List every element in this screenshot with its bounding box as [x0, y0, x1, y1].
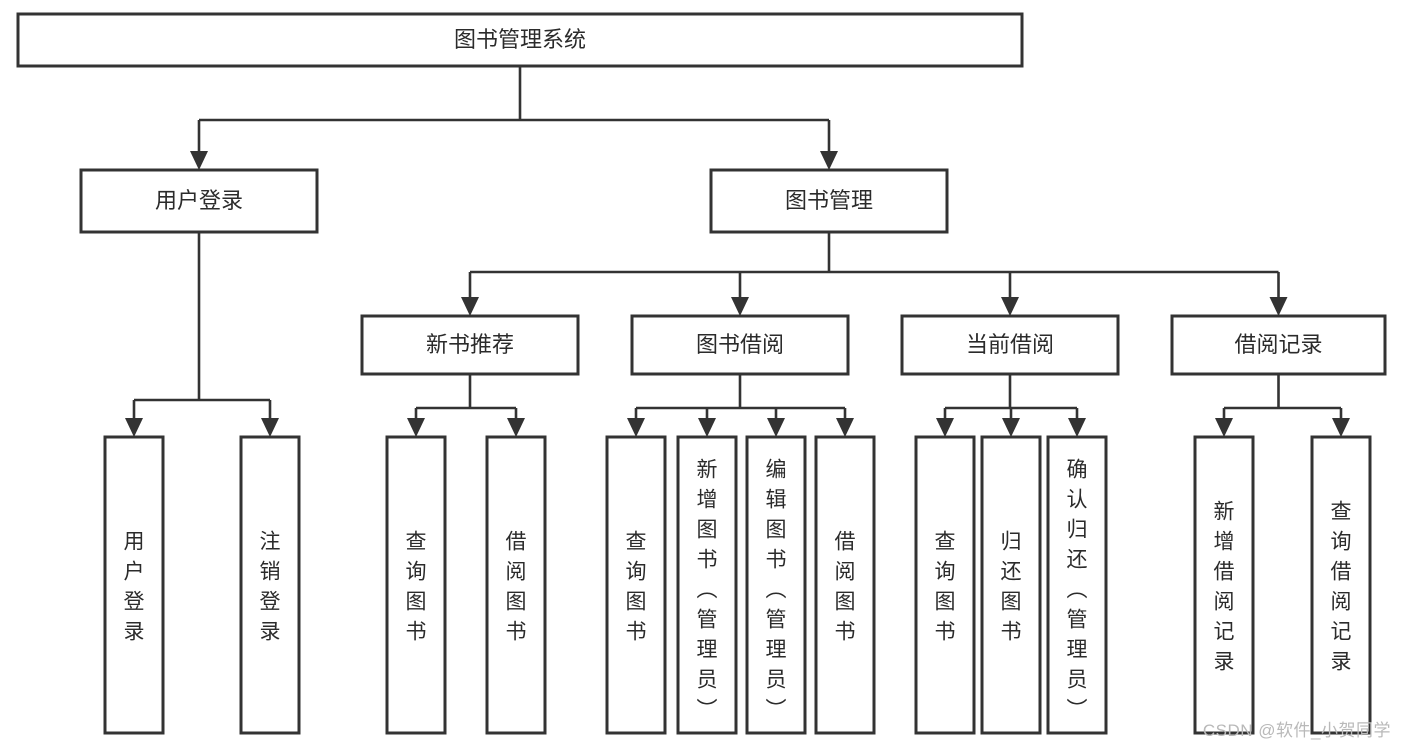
node-book-manage[interactable]: 图书管理: [709, 168, 949, 234]
node-label-current-borrow: 当前借阅: [966, 332, 1054, 357]
arrow-head-icon: [1215, 418, 1233, 437]
node-label-new-book-recommend: 新书推荐: [426, 332, 514, 357]
node-leaf-logout[interactable]: 注销登录: [239, 435, 301, 735]
node-label-leaf-borrow-book-1: 借阅图书: [506, 530, 527, 643]
node-leaf-query-book-3[interactable]: 查询图书: [914, 435, 976, 735]
node-leaf-query-book-2[interactable]: 查询图书: [605, 435, 667, 735]
node-leaf-query-record[interactable]: 查询借阅记录: [1310, 435, 1372, 735]
arrow-head-icon: [1332, 418, 1350, 437]
node-box-leaf-add-book: [676, 435, 738, 735]
node-label-book-borrow: 图书借阅: [696, 332, 784, 357]
node-box-leaf-user-login: [103, 435, 165, 735]
node-label-leaf-add-book: 新增图书︵管理员︶: [697, 458, 718, 721]
node-leaf-return-book[interactable]: 归还图书: [980, 435, 1042, 735]
node-label-leaf-logout: 注销登录: [260, 530, 281, 643]
arrow-head-icon: [507, 418, 525, 437]
node-label-leaf-query-book-2: 查询图书: [626, 530, 647, 643]
node-label-leaf-add-record: 新增借阅记录: [1214, 500, 1235, 673]
arrow-head-icon: [1068, 418, 1086, 437]
node-user-login[interactable]: 用户登录: [79, 168, 319, 234]
node-box-leaf-confirm-return: [1046, 435, 1108, 735]
arrow-head-icon: [407, 418, 425, 437]
arrow-head-icon: [261, 418, 279, 437]
arrow-head-icon: [698, 418, 716, 437]
node-label-leaf-edit-book: 编辑图书︵管理员︶: [766, 458, 787, 721]
arrow-head-icon: [190, 151, 208, 170]
node-box-book-borrow: [630, 314, 850, 376]
node-label-borrow-record: 借阅记录: [1234, 332, 1322, 357]
node-box-current-borrow: [900, 314, 1120, 376]
node-label-leaf-query-book-1: 查询图书: [406, 530, 427, 643]
node-book-borrow[interactable]: 图书借阅: [630, 314, 850, 376]
node-leaf-query-book-1[interactable]: 查询图书: [385, 435, 447, 735]
arrow-head-icon: [1002, 418, 1020, 437]
node-box-leaf-add-record: [1193, 435, 1255, 735]
node-current-borrow[interactable]: 当前借阅: [900, 314, 1120, 376]
node-label-leaf-user-login: 用户登录: [124, 530, 145, 643]
arrow-head-icon: [936, 418, 954, 437]
arrow-head-icon: [125, 418, 143, 437]
node-box-leaf-query-book-2: [605, 435, 667, 735]
node-label-leaf-query-book-3: 查询图书: [935, 530, 956, 643]
node-label-leaf-borrow-book-2: 借阅图书: [835, 530, 856, 643]
node-label-book-manage: 图书管理: [785, 188, 873, 213]
node-label-leaf-query-record: 查询借阅记录: [1331, 500, 1352, 673]
arrow-head-icon: [767, 418, 785, 437]
node-label-leaf-return-book: 归还图书: [1001, 530, 1022, 643]
node-borrow-record[interactable]: 借阅记录: [1170, 314, 1387, 376]
node-box-borrow-record: [1170, 314, 1387, 376]
node-box-user-login: [79, 168, 319, 234]
connectors-layer: [125, 66, 1350, 437]
node-box-leaf-borrow-book-1: [485, 435, 547, 735]
node-box-leaf-query-book-1: [385, 435, 447, 735]
node-leaf-borrow-book-2[interactable]: 借阅图书: [814, 435, 876, 735]
node-box-leaf-edit-book: [745, 435, 807, 735]
arrow-head-icon: [1269, 297, 1288, 316]
arrow-head-icon: [461, 297, 479, 316]
node-label-root: 图书管理系统: [454, 27, 586, 52]
node-box-leaf-query-book-3: [914, 435, 976, 735]
node-leaf-confirm-return[interactable]: 确认归还︵管理员︶: [1046, 435, 1108, 735]
arrow-head-icon: [820, 151, 838, 170]
node-label-user-login: 用户登录: [155, 188, 243, 213]
node-box-root: [16, 12, 1024, 68]
node-leaf-add-record[interactable]: 新增借阅记录: [1193, 435, 1255, 735]
node-box-leaf-query-record: [1310, 435, 1372, 735]
node-box-leaf-logout: [239, 435, 301, 735]
node-box-book-manage: [709, 168, 949, 234]
node-leaf-edit-book[interactable]: 编辑图书︵管理员︶: [745, 435, 807, 735]
arrow-head-icon: [1001, 297, 1019, 316]
csdn-watermark: CSDN @软件_小贺同学: [1202, 721, 1391, 740]
arrow-head-icon: [627, 418, 645, 437]
node-new-book-recommend[interactable]: 新书推荐: [360, 314, 580, 376]
node-box-leaf-return-book: [980, 435, 1042, 735]
arrow-head-icon: [836, 418, 854, 437]
arrow-head-icon: [731, 297, 749, 316]
nodes-layer: 图书管理系统用户登录图书管理新书推荐图书借阅当前借阅借阅记录用户登录注销登录查询…: [16, 12, 1387, 735]
node-box-new-book-recommend: [360, 314, 580, 376]
node-root[interactable]: 图书管理系统: [16, 12, 1024, 68]
node-leaf-add-book[interactable]: 新增图书︵管理员︶: [676, 435, 738, 735]
node-leaf-borrow-book-1[interactable]: 借阅图书: [485, 435, 547, 735]
node-box-leaf-borrow-book-2: [814, 435, 876, 735]
node-label-leaf-confirm-return: 确认归还︵管理员︶: [1067, 458, 1088, 721]
node-leaf-user-login[interactable]: 用户登录: [103, 435, 165, 735]
